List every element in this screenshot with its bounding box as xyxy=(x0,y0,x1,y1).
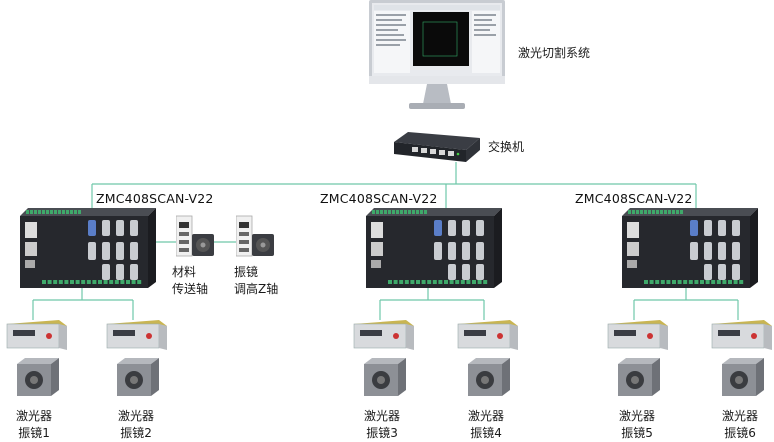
network-switch xyxy=(394,132,480,164)
controller-3-model-label: ZMC408SCAN-V22 xyxy=(575,191,693,206)
pc-monitor xyxy=(369,0,505,112)
controller-2-model-label: ZMC408SCAN-V22 xyxy=(320,191,438,206)
device-label-4: 激光器振镜4 xyxy=(468,409,505,440)
device-label-2: 激光器振镜2 xyxy=(118,409,155,440)
switch-label: 交换机 xyxy=(488,140,525,154)
device-label-1: 激光器振镜1 xyxy=(16,409,53,440)
device-label-5: 激光器振镜5 xyxy=(619,409,656,440)
device-label-6: 激光器振镜6 xyxy=(722,409,759,440)
pc-label: 激光切割系统 xyxy=(518,46,591,60)
controller-1-model-label: ZMC408SCAN-V22 xyxy=(96,191,214,206)
galvo-z-label: 振镜调高Z轴 xyxy=(234,265,279,296)
device-label-3: 激光器振镜3 xyxy=(364,409,401,440)
material-transport-label: 材料传送轴 xyxy=(172,265,209,296)
